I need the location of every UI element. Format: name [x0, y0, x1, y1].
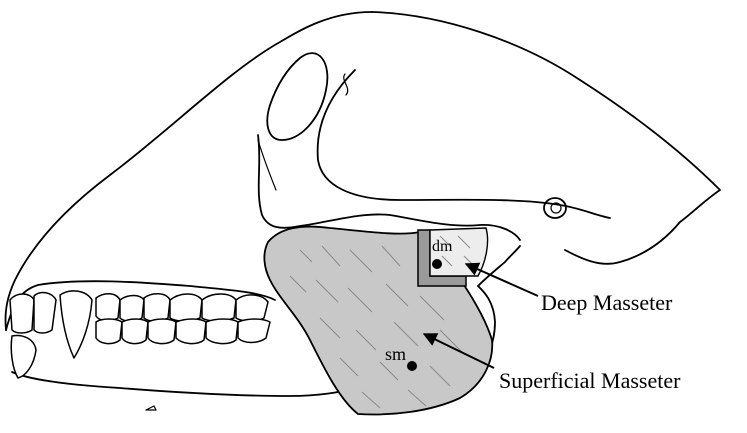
ear-opening-outer [544, 198, 566, 218]
tooth [120, 296, 144, 322]
incisor-upper-2 [34, 293, 56, 333]
canine-lower [11, 336, 36, 378]
deep-masseter-label: Deep Masseter [541, 290, 673, 315]
tooth [96, 294, 120, 321]
deep-masseter-marker-label: dm [432, 238, 453, 255]
tooth [202, 294, 236, 321]
tooth [122, 319, 148, 344]
tooth [238, 319, 270, 343]
tooth [144, 294, 170, 321]
deep-masseter-arrow [466, 264, 538, 296]
tooth [206, 319, 238, 344]
canine-upper [60, 291, 92, 358]
superficial-masseter-label: Superficial Masseter [499, 368, 681, 393]
cranium-vault [372, 12, 720, 264]
tooth [236, 295, 268, 321]
superficial-masseter-marker-label: sm [385, 344, 406, 364]
incisor-upper-1 [10, 294, 34, 333]
deep-masseter-marker-dot [432, 259, 442, 269]
tooth [170, 294, 202, 321]
mental-foramen [146, 406, 156, 410]
tooth [96, 319, 122, 344]
zygomatic-arch [258, 135, 520, 240]
orbit-outline [267, 53, 327, 140]
temporal-fossa [318, 70, 610, 218]
tooth [148, 319, 176, 344]
mandible-outline [12, 372, 358, 396]
upper-tooth-row [96, 294, 268, 321]
lower-tooth-row [96, 319, 270, 344]
superficial-masseter-marker-dot [407, 361, 417, 371]
tooth [176, 319, 206, 344]
